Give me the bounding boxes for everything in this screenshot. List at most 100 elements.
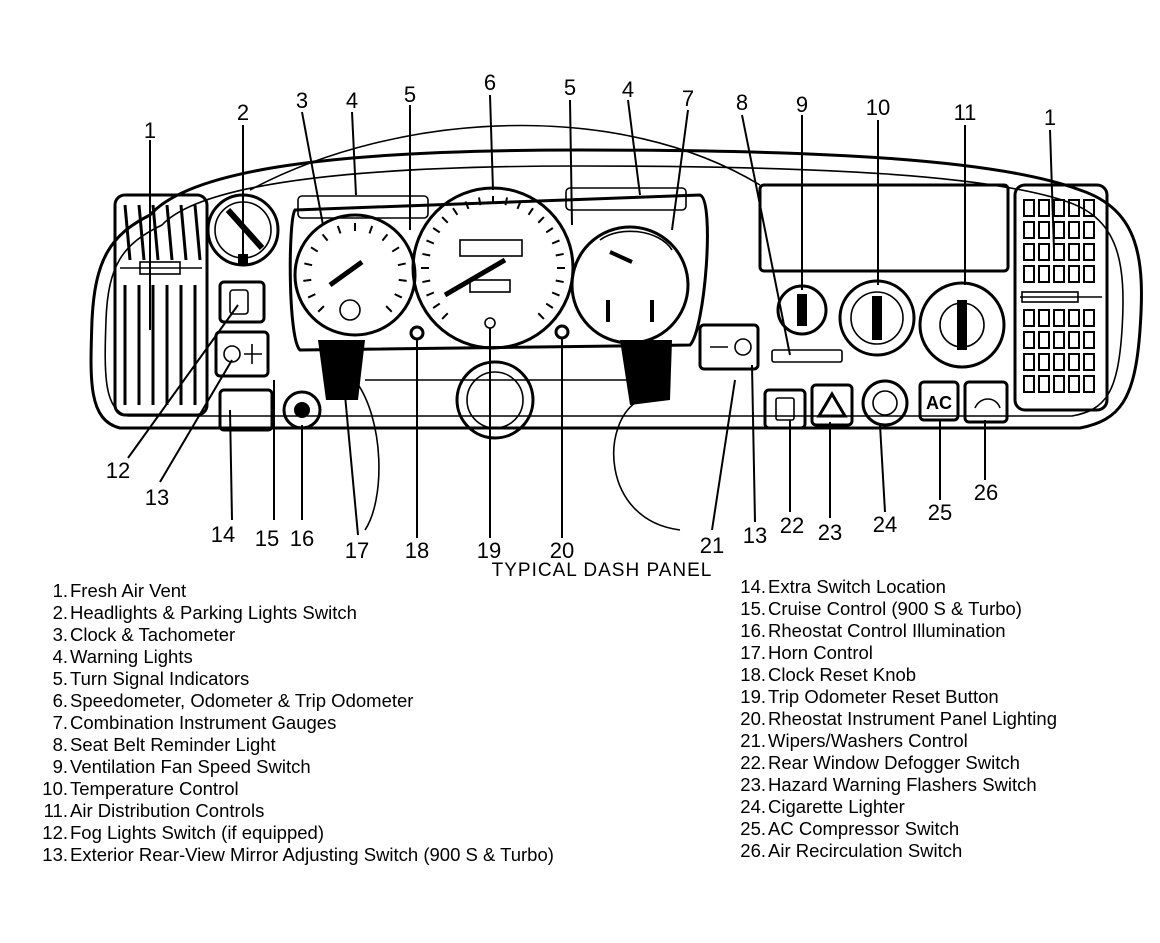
vent-cell [1038,199,1050,217]
callout-21: 21 [700,533,724,558]
callout-13-left: 13 [145,485,169,510]
legend-item-label: Combination Instrument Gauges [70,712,337,733]
legend-item-label: Trip Odometer Reset Button [768,686,999,707]
legend-item-label: Extra Switch Location [768,576,946,597]
callout-5-left: 5 [404,82,416,107]
legend-item-number: 10. [42,778,68,799]
vent-cell [1083,375,1095,393]
vent-cell [1083,331,1095,349]
gauge-tick [452,207,459,216]
vent-cell [1068,309,1080,327]
legend-item-number: 5. [52,668,68,689]
callout-23: 23 [818,520,842,545]
diagram-caption: TYPICAL DASH PANEL [492,560,713,581]
gauge-tick [422,279,431,284]
temperature-control [838,279,916,357]
callout-14: 14 [211,522,235,547]
vent-slat [137,204,146,261]
legend-item: 4.Warning Lights [34,646,554,668]
legend-item-label: Seat Belt Reminder Light [70,734,276,755]
legend-item-number: 6. [52,690,68,711]
right-fresh-air-vent [1013,183,1109,412]
callout-1-left: 1 [144,118,156,143]
legend-item-number: 8. [52,734,68,755]
legend-item: 25.AC Compressor Switch [732,818,1057,840]
legend-item: 14.Extra Switch Location [732,576,1057,598]
callout-12: 12 [106,458,130,483]
legend-item-number: 22. [740,752,766,773]
vent-cell [1038,331,1050,349]
legend-item-number: 3. [52,624,68,645]
gauge-tick [426,291,435,297]
legend-item: 17.Horn Control [732,642,1057,664]
legend-item-label: Fresh Air Vent [70,580,187,601]
legend-item: 26.Air Recirculation Switch [732,840,1057,862]
legend-item-label: Wipers/Washers Control [768,730,968,751]
legend-item-number: 23. [740,774,766,795]
gauge-tick [336,225,342,234]
legend-item-label: Turn Signal Indicators [70,668,250,689]
gauge-tick [426,239,435,245]
gauge-tick [545,302,554,309]
seat-belt-reminder-light [771,349,843,363]
legend-item: 6.Speedometer, Odometer & Trip Odometer [34,690,554,712]
legend-item-number: 15. [740,598,766,619]
gauge-tick [464,201,470,210]
gauge-tick [527,207,534,216]
legend-item-label: Exterior Rear-View Mirror Adjusting Swit… [70,844,554,865]
gauge-tick [432,302,441,309]
legend-item-number: 17. [740,642,766,663]
gauge-tick [551,239,560,245]
vent-cell [1053,309,1065,327]
vent-cell [1083,243,1095,261]
vent-cell [1038,243,1050,261]
left-fresh-air-vent [113,193,209,417]
rheostat-panel-lighting [554,324,570,340]
gauge-tick [555,279,564,284]
legend-item: 3.Clock & Tachometer [34,624,554,646]
legend-item-label: Speedometer, Odometer & Trip Odometer [70,690,414,711]
vent-slat [193,204,202,261]
legend-item: 12.Fog Lights Switch (if equipped) [34,822,554,844]
callout-13-right: 13 [743,523,767,548]
callout-17: 17 [345,538,369,563]
gauge-tick [398,278,407,282]
legend-item: 18.Clock Reset Knob [732,664,1057,686]
callout-10: 10 [866,95,890,120]
vent-cell [1068,375,1080,393]
callout-6: 6 [484,70,496,95]
vent-cell [1083,199,1095,217]
legend-item-label: Fog Lights Switch (if equipped) [70,822,324,843]
gauge-tick [422,252,431,257]
callout-11: 11 [954,100,977,125]
legend-item-number: 14. [740,576,766,597]
vent-slat [179,204,188,261]
callout-numbers: 1 1 2 3 4 4 5 5 6 7 8 9 10 11 12 13 13 1… [106,70,1056,563]
ac-switch: AC [918,380,960,422]
gauge-tick [304,262,313,267]
vent-cell [1083,265,1095,283]
legend-item: 23.Hazard Warning Flashers Switch [732,774,1057,796]
callout-16: 16 [290,526,314,551]
gauge-tick [516,201,522,210]
hazard-switch [810,383,854,427]
defogger-switch [763,388,807,430]
legend-item-number: 9. [52,756,68,777]
mirror-switch-left [214,330,270,378]
vent-cell [1053,331,1065,349]
callout-9: 9 [796,92,808,117]
legend-item-label: Cruise Control (900 S & Turbo) [768,598,1022,619]
legend-item-number: 13. [42,844,68,865]
mirror-switch-right [698,323,760,371]
legend-item-label: Cigarette Lighter [768,796,905,817]
vent-slat [165,204,174,261]
legend-item-number: 25. [740,818,766,839]
legend-item-number: 20. [740,708,766,729]
legend-item-number: 11. [43,800,68,821]
legend-item-number: 16. [740,620,766,641]
vent-cell [1023,353,1035,371]
callout-4-left: 4 [346,88,358,113]
callout-7: 7 [682,86,694,111]
legend-item-number: 2. [52,602,68,623]
legend-item-label: Rear Window Defogger Switch [768,752,1020,773]
